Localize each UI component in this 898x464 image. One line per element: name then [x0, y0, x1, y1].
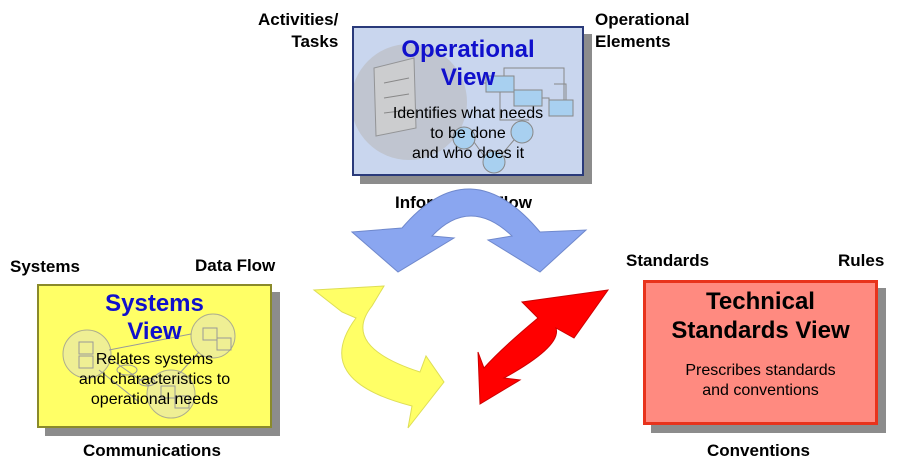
- operational-view-box: Operational View Identifies what needs t…: [352, 26, 584, 176]
- systems-view-title: Systems View: [105, 290, 204, 345]
- operational-view-description: Identifies what needs to be done and who…: [392, 105, 544, 162]
- operational-view-illustration: [354, 44, 574, 174]
- operational-elements-label: Operational Elements: [595, 10, 690, 51]
- information-flow-arrow: [350, 188, 588, 273]
- data-flow-label: Data Flow: [195, 256, 276, 275]
- systems-view-box: Systems View Relates systems and charact…: [37, 284, 272, 428]
- communications-label: Communications: [83, 441, 221, 460]
- standards-label: Standards: [626, 251, 710, 270]
- rules-label: Rules: [838, 251, 885, 270]
- technical-standards-view-description: Prescribes standards and conventions: [685, 362, 836, 399]
- technical-standards-view-box: Technical Standards View Prescribes stan…: [643, 280, 878, 425]
- standards-flow-arrow: [477, 289, 610, 405]
- operational-view-title: Operational View: [401, 36, 535, 91]
- systems-view-illustration: [62, 313, 236, 419]
- conventions-label: Conventions: [707, 441, 810, 460]
- systems-label: Systems: [10, 257, 80, 276]
- technical-standards-view-title: Technical Standards View: [671, 288, 850, 344]
- activities-tasks-label: Activities/ Tasks: [258, 10, 339, 51]
- systems-view-description: Relates systems and characteristics to o…: [78, 351, 231, 408]
- data-flow-arrow: [312, 285, 445, 429]
